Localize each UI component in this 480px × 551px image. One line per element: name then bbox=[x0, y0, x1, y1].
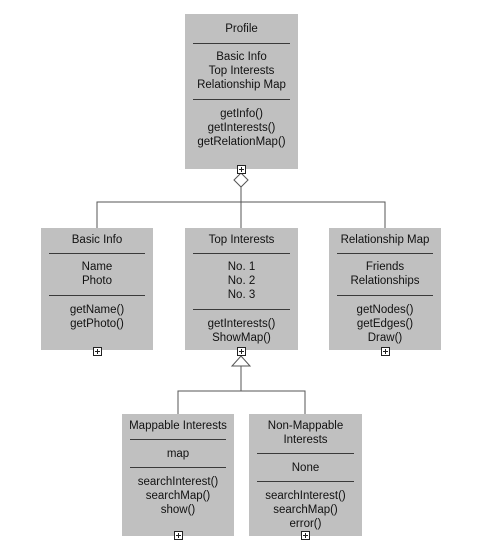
attribute: Name bbox=[81, 261, 113, 273]
attribute: No. 3 bbox=[227, 289, 256, 301]
method: searchMap() bbox=[145, 490, 211, 502]
divider bbox=[49, 253, 145, 254]
divider bbox=[337, 253, 433, 254]
expand-icon[interactable] bbox=[301, 531, 310, 540]
aggregation-diamond bbox=[233, 172, 249, 188]
method-list: searchInterest() searchMap() error() bbox=[249, 489, 362, 531]
method: searchInterest() bbox=[137, 476, 219, 488]
method: Draw() bbox=[367, 332, 403, 344]
method-list: getInterests() ShowMap() bbox=[185, 317, 298, 345]
attribute: Top Interests bbox=[208, 65, 275, 77]
method: searchMap() bbox=[273, 504, 338, 516]
attribute-list: Basic Info Top Interests Relationship Ma… bbox=[185, 50, 298, 92]
attribute: map bbox=[166, 448, 190, 460]
attribute: Basic Info bbox=[216, 51, 267, 63]
method: getRelationMap() bbox=[197, 136, 286, 148]
generalization-triangle bbox=[230, 355, 252, 367]
method-list: getNodes() getEdges() Draw() bbox=[329, 303, 441, 345]
attribute-list: None bbox=[249, 461, 362, 475]
class-name: Basic Info bbox=[71, 234, 123, 246]
class-name: Profile bbox=[225, 23, 258, 35]
divider bbox=[130, 467, 226, 468]
attribute-list: No. 1 No. 2 No. 3 bbox=[185, 260, 298, 302]
expand-icon[interactable] bbox=[174, 531, 183, 540]
class-title: Relationship Map bbox=[329, 233, 441, 247]
class-box-profile[interactable]: Profile Basic Info Top Interests Relatio… bbox=[185, 14, 298, 174]
class-box-relationship-map[interactable]: Relationship Map Friends Relationships g… bbox=[329, 228, 441, 356]
method: show() bbox=[160, 504, 196, 516]
attribute: None bbox=[291, 462, 320, 474]
class-box-top-interests[interactable]: Top Interests No. 1 No. 2 No. 3 getInter… bbox=[185, 228, 298, 356]
expand-icon[interactable] bbox=[237, 347, 246, 356]
class-name: Non-Mappable bbox=[267, 420, 344, 432]
method: getEdges() bbox=[356, 318, 414, 330]
attribute-list: Friends Relationships bbox=[329, 260, 441, 288]
divider bbox=[257, 481, 354, 482]
method-list: searchInterest() searchMap() show() bbox=[122, 475, 234, 517]
attribute: No. 2 bbox=[227, 275, 256, 287]
attribute-list: map bbox=[122, 447, 234, 461]
expand-icon[interactable] bbox=[381, 347, 390, 356]
divider bbox=[130, 439, 226, 440]
divider bbox=[193, 99, 290, 100]
class-title: Top Interests bbox=[185, 233, 298, 247]
class-title: Non-Mappable Interests bbox=[249, 419, 362, 447]
generalization-bus bbox=[177, 390, 306, 414]
attribute: Relationships bbox=[350, 275, 420, 287]
attribute: Relationship Map bbox=[197, 79, 286, 91]
divider bbox=[193, 253, 290, 254]
class-title: Profile bbox=[185, 22, 298, 36]
attribute: No. 1 bbox=[227, 261, 256, 273]
expand-icon[interactable] bbox=[237, 165, 246, 174]
divider bbox=[193, 309, 290, 310]
method-list: getName() getPhoto() bbox=[41, 303, 153, 331]
class-name: Interests bbox=[283, 434, 328, 446]
class-name: Mappable Interests bbox=[129, 420, 227, 432]
class-title: Basic Info bbox=[41, 233, 153, 247]
class-box-non-mappable-interests[interactable]: Non-Mappable Interests None searchIntere… bbox=[249, 414, 362, 540]
attribute: Photo bbox=[81, 275, 113, 287]
class-name: Relationship Map bbox=[340, 234, 430, 246]
expand-icon[interactable] bbox=[93, 347, 102, 356]
method-list: getInfo() getInterests() getRelationMap(… bbox=[185, 107, 298, 149]
divider bbox=[337, 295, 433, 296]
method: getNodes() bbox=[356, 304, 414, 316]
method: getInterests() bbox=[207, 318, 276, 330]
attribute-list: Name Photo bbox=[41, 260, 153, 288]
class-name: Top Interests bbox=[208, 234, 275, 246]
divider bbox=[257, 453, 354, 454]
method: getInfo() bbox=[220, 108, 263, 120]
method: getInterests() bbox=[207, 122, 276, 134]
attribute: Friends bbox=[365, 261, 405, 273]
method: searchInterest() bbox=[265, 490, 346, 502]
divider bbox=[193, 43, 290, 44]
method: ShowMap() bbox=[212, 332, 271, 344]
method: getName() bbox=[69, 304, 125, 316]
class-title: Mappable Interests bbox=[122, 419, 234, 433]
method: getPhoto() bbox=[70, 318, 124, 330]
class-box-mappable-interests[interactable]: Mappable Interests map searchInterest() … bbox=[122, 414, 234, 540]
method: error() bbox=[289, 518, 322, 530]
divider bbox=[49, 295, 145, 296]
aggregation-bus bbox=[96, 201, 386, 228]
class-box-basic-info[interactable]: Basic Info Name Photo getName() getPhoto… bbox=[41, 228, 153, 356]
